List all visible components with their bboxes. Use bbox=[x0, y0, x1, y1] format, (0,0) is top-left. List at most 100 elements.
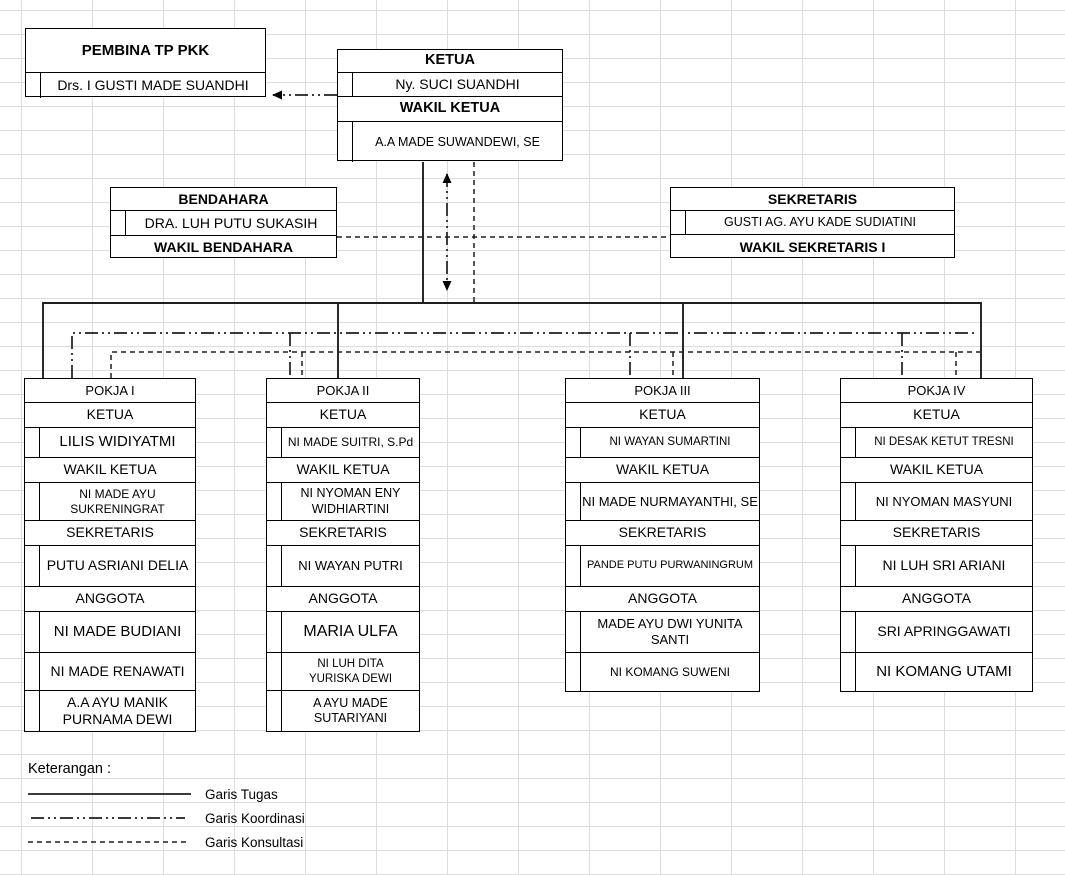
pokja-3-header-cell: WAKIL KETUA bbox=[566, 458, 759, 483]
ketua-title: KETUA bbox=[338, 50, 562, 73]
cell-stub bbox=[841, 483, 856, 520]
member-name: NI MADE NURMAYANTHI, SE bbox=[582, 493, 758, 509]
solid-line-sample bbox=[28, 793, 191, 795]
member-name: A.A AYU MANIK PURNAMA DEWI bbox=[62, 693, 173, 727]
cell-stub bbox=[267, 483, 282, 520]
bendahara-name-row: DRA. LUH PUTU SUKASIH bbox=[111, 211, 336, 236]
member-name: LILIS WIDIYATMI bbox=[59, 433, 176, 451]
cell-stub bbox=[267, 612, 282, 652]
pokja-2-name-cell: NI NYOMAN ENY WIDHIARTINI bbox=[267, 483, 419, 521]
wakil-bendahara-title: WAKIL BENDAHARA bbox=[154, 239, 293, 256]
cell-stub bbox=[267, 691, 282, 731]
wakil-ketua-title: WAKIL KETUA bbox=[338, 97, 562, 122]
member-name: NI DESAK KETUT TRESNI bbox=[874, 436, 1014, 449]
cell-stub bbox=[566, 653, 581, 691]
cell-stub bbox=[566, 546, 581, 586]
member-name: NI WAYAN PUTRI bbox=[298, 558, 403, 574]
pokja-2-name-cell: NI MADE SUITRI, S.Pd bbox=[267, 428, 419, 458]
member-name: NI KOMANG SUWENI bbox=[609, 664, 730, 679]
member-name: MADE AYU DWI YUNITA SANTI bbox=[597, 616, 743, 647]
pokja-2-header-cell: ANGGOTA bbox=[267, 587, 419, 612]
sekretaris-name: GUSTI AG. AYU KADE SUDIATINI bbox=[724, 215, 916, 229]
legend-label: Garis Koordinasi bbox=[205, 810, 305, 826]
cell-stub bbox=[566, 428, 581, 457]
legend-item-garis-konsultasi: Garis Konsultasi bbox=[28, 830, 305, 854]
sekretaris-name-row: GUSTI AG. AYU KADE SUDIATINI bbox=[671, 211, 954, 235]
legend-title: Keterangan : bbox=[28, 761, 112, 777]
member-name: PANDE PUTU PURWANINGRUM bbox=[586, 559, 754, 572]
member-name: NI MADE RENAWATI bbox=[50, 662, 185, 679]
cell-stub bbox=[25, 653, 40, 690]
cell-stub bbox=[841, 612, 856, 652]
pokja-3-header-cell: SEKRETARIS bbox=[566, 521, 759, 546]
pokja-3-header-cell: ANGGOTA bbox=[566, 587, 759, 612]
cell-stub bbox=[267, 546, 282, 586]
cell-stub bbox=[26, 73, 41, 98]
pembina-box: PEMBINA TP PKK Drs. I GUSTI MADE SUANDHI bbox=[25, 28, 266, 98]
dashdot-line-sample bbox=[31, 817, 185, 819]
pokja-4-header-cell: KETUA bbox=[841, 403, 1032, 428]
member-name: NI NYOMAN ENY WIDHIARTINI bbox=[300, 486, 401, 516]
pokja-3-name-cell: NI WAYAN SUMARTINI bbox=[566, 428, 759, 458]
cell-stub bbox=[25, 428, 40, 457]
pokja-2-header-cell: KETUA bbox=[267, 403, 419, 428]
cell-stub bbox=[841, 428, 856, 457]
legend-label: Garis Tugas bbox=[205, 786, 278, 802]
pokja-4-header-cell: SEKRETARIS bbox=[841, 521, 1032, 546]
pembina-title: PEMBINA TP PKK bbox=[26, 29, 265, 73]
pokja-1-name-cell: A.A AYU MANIK PURNAMA DEWI bbox=[25, 691, 195, 731]
cell-stub bbox=[25, 691, 40, 731]
pokja-3-header-cell: KETUA bbox=[566, 403, 759, 428]
bendahara-name: DRA. LUH PUTU SUKASIH bbox=[144, 214, 318, 231]
cell-stub bbox=[338, 73, 353, 96]
pokja-1-title-cell: POKJA I bbox=[25, 379, 195, 403]
cell-stub bbox=[841, 546, 856, 586]
dashed-line-sample bbox=[28, 841, 188, 843]
pembina-name-row: Drs. I GUSTI MADE SUANDHI bbox=[26, 73, 265, 98]
pokja-1-name-cell: LILIS WIDIYATMI bbox=[25, 428, 195, 458]
member-name: MARIA ULFA bbox=[303, 623, 398, 641]
pokja-4-name-cell: NI LUH SRI ARIANI bbox=[841, 546, 1032, 587]
pokja-2-name-cell: NI WAYAN PUTRI bbox=[267, 546, 419, 587]
cell-stub bbox=[25, 483, 40, 520]
pokja-2-title-cell: POKJA II bbox=[267, 379, 419, 403]
pokja-1-header-cell: KETUA bbox=[25, 403, 195, 428]
pokja-1-header-cell: SEKRETARIS bbox=[25, 521, 195, 546]
sekretaris-box: SEKRETARIS GUSTI AG. AYU KADE SUDIATINI … bbox=[670, 187, 955, 258]
wakil-ketua-name-row: A.A MADE SUWANDEWI, SE bbox=[338, 122, 562, 162]
ketua-box: KETUA Ny. SUCI SUANDHI WAKIL KETUA A.A M… bbox=[337, 49, 563, 162]
pokja-4-header-cell: ANGGOTA bbox=[841, 587, 1032, 612]
pokja-3-name-cell: NI MADE NURMAYANTHI, SE bbox=[566, 483, 759, 521]
pokja-3-name-cell: MADE AYU DWI YUNITA SANTI bbox=[566, 612, 759, 653]
legend-label: Garis Konsultasi bbox=[205, 834, 304, 850]
cell-stub bbox=[267, 428, 282, 457]
pokja-4-header-cell: WAKIL KETUA bbox=[841, 458, 1032, 483]
cell-stub bbox=[566, 612, 581, 652]
member-name: NI WAYAN SUMARTINI bbox=[609, 436, 731, 449]
pokja-1-name-cell: PUTU ASRIANI DELIA bbox=[25, 546, 195, 587]
pokja-4-name-cell: SRI APRINGGAWATI bbox=[841, 612, 1032, 653]
pokja-4-name-cell: NI DESAK KETUT TRESNI bbox=[841, 428, 1032, 458]
ketua-name: Ny. SUCI SUANDHI bbox=[395, 76, 520, 93]
member-name: PUTU ASRIANI DELIA bbox=[46, 557, 189, 574]
pokja-3-name-cell: NI KOMANG SUWENI bbox=[566, 653, 759, 691]
member-name: NI MADE AYU SUKRENINGRAT bbox=[70, 486, 165, 516]
member-name: SRI APRINGGAWATI bbox=[877, 623, 1011, 640]
member-name: NI LUH DITA YURISKA DEWI bbox=[308, 658, 393, 685]
cell-stub bbox=[25, 612, 40, 652]
legend: Keterangan : Garis Tugas Garis Koordinas… bbox=[28, 756, 305, 854]
pokja-2-name-cell: A AYU MADE SUTARIYANI bbox=[267, 691, 419, 731]
cell-stub bbox=[267, 653, 282, 690]
bendahara-title: BENDAHARA bbox=[111, 188, 336, 211]
member-name: A AYU MADE SUTARIYANI bbox=[313, 695, 388, 725]
cell-stub bbox=[566, 483, 581, 520]
legend-item-garis-koordinasi: Garis Koordinasi bbox=[28, 806, 305, 830]
cell-stub bbox=[111, 211, 126, 235]
pokja-4-name-cell: NI KOMANG UTAMI bbox=[841, 653, 1032, 691]
sekretaris-title: SEKRETARIS bbox=[671, 188, 954, 211]
wakil-ketua-name: A.A MADE SUWANDEWI, SE bbox=[375, 134, 540, 149]
cell-stub bbox=[671, 211, 686, 234]
